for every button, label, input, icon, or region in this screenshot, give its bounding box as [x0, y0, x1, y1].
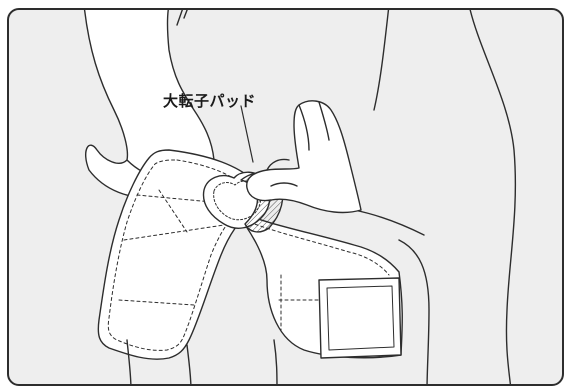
illustration-panel: 大転子パッド [7, 8, 564, 386]
torso-line [373, 10, 390, 111]
callout-label: 大転子パッド [163, 92, 257, 110]
illustration [83, 10, 517, 384]
body-contour [469, 10, 517, 384]
velcro-strap [318, 277, 402, 359]
inner-thigh-contour [398, 239, 430, 384]
callout-leader [240, 105, 254, 163]
hip-crease [353, 209, 425, 236]
